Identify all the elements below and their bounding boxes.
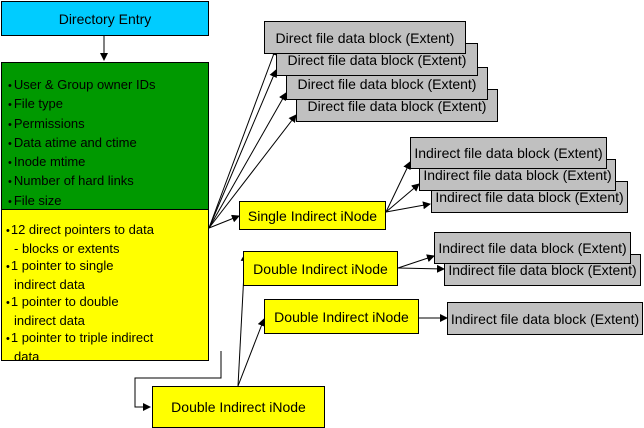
attribute-item: Inode mtime (8, 153, 155, 172)
attribute-item: File size (8, 192, 155, 211)
inode-pointers-box: 12 direct pointers to data - blocks or e… (1, 209, 209, 364)
direct-block-1: Direct file data block (Extent) (264, 21, 466, 54)
inode-pointers-list: 12 direct pointers to data - blocks or e… (6, 221, 154, 365)
double-indirect-label: Double Indirect iNode (253, 260, 388, 277)
pointer-item: 1 pointer to single indirect data (6, 257, 154, 293)
attribute-item: File type (8, 95, 155, 114)
double-indirect-2-block-1: Indirect file data block (Extent) (447, 302, 643, 335)
double-indirect-label: Double Indirect iNode (274, 308, 409, 325)
arrow-direct-3 (208, 92, 287, 229)
arrow-to-bottom-indirect (134, 351, 222, 411)
single-indirect-label: Single Indirect iNode (247, 207, 378, 224)
arrow-double-block-1 (397, 254, 435, 269)
arrow-direct-4 (208, 114, 297, 229)
double-indirect-node-3: Double Indirect iNode (152, 386, 325, 428)
double-indirect-block-1: Indirect file data block (Extent) (434, 232, 631, 264)
arrow-double-block-2 (397, 264, 445, 273)
directory-entry-box: Directory Entry (1, 1, 209, 36)
single-indirect-block-1: Indirect file data block (Extent) (410, 137, 607, 169)
arrow-single-block-3 (385, 201, 431, 213)
arrow-direct-2 (208, 69, 277, 229)
pointer-item: 1 pointer to triple indirect data (6, 329, 154, 365)
indirect-block-label: Indirect file data block (Extent) (423, 167, 612, 183)
double-indirect-node-2: Double Indirect iNode (264, 299, 419, 334)
attribute-item: User & Group owner IDs (8, 76, 156, 95)
pointer-item: 12 direct pointers to data - blocks or e… (6, 221, 154, 257)
arrow-direct-1 (208, 47, 278, 229)
arrow-single-block-2 (385, 183, 420, 213)
directory-entry-label: Directory Entry (58, 10, 152, 27)
inode-attributes-box: User & Group owner IDs File type Permiss… (1, 62, 209, 210)
double-indirect-node: Double Indirect iNode (243, 251, 398, 286)
direct-block-label: Direct file data block (Extent) (275, 29, 455, 46)
inode-attributes-list: User & Group owner IDs File type Permiss… (8, 76, 156, 211)
attribute-item: Permissions (8, 115, 155, 134)
arrow-to-double-indirect-2 (237, 318, 266, 387)
pointer-item: 1 pointer to double indirect data (6, 293, 154, 329)
attribute-item: Data atime and ctime (8, 134, 155, 153)
direct-block-label: Direct file data block (Extent) (307, 97, 487, 114)
indirect-block-label: Indirect file data block (Extent) (438, 240, 627, 256)
indirect-block-label: Indirect file data block (Extent) (414, 145, 603, 161)
attribute-item: Number of hard links (8, 172, 155, 191)
direct-block-label: Direct file data block (Extent) (297, 75, 477, 92)
arrow-to-single-indirect (208, 214, 240, 229)
double-indirect-label: Double Indirect iNode (171, 399, 306, 415)
indirect-block-label: Indirect file data block (Extent) (435, 189, 624, 205)
indirect-block-label: Indirect file data block (Extent) (448, 262, 637, 278)
direct-block-label: Direct file data block (Extent) (287, 51, 467, 68)
indirect-block-label: Indirect file data block (Extent) (450, 310, 640, 327)
single-indirect-node: Single Indirect iNode (239, 201, 386, 230)
arrow-single-block-1 (385, 161, 411, 213)
